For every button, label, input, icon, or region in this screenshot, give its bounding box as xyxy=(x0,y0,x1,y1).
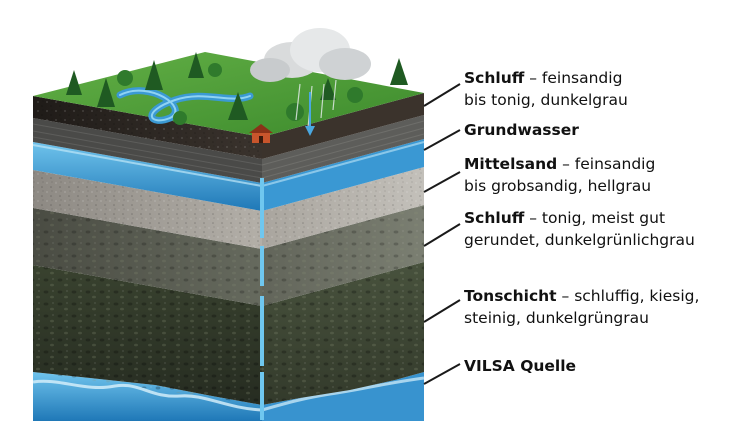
label-name: VILSA Quelle xyxy=(464,357,577,375)
label-vilsa-quelle: VILSA Quelle xyxy=(464,355,576,377)
label-schluff-green: Schluff – tonig, meist gut gerundet, dun… xyxy=(464,207,695,251)
label-mittelsand: Mittelsand – feinsandig bis grobsandig, … xyxy=(464,153,655,197)
leader-line-vilsa xyxy=(423,363,461,385)
label-desc-line1: – feinsandig xyxy=(557,155,656,173)
label-name: Tonschicht xyxy=(464,287,557,305)
leader-line-schluff-top xyxy=(423,83,461,107)
label-desc-line1: – tonig, meist gut xyxy=(524,209,666,227)
label-desc-line1: – schluffig, kiesig, xyxy=(556,287,700,305)
leader-line-schluff xyxy=(423,223,461,247)
label-name: Schluff xyxy=(464,209,525,227)
label-schluff-top: Schluff – feinsandig bis tonig, dunkelgr… xyxy=(464,67,628,111)
spring-water-layer xyxy=(32,372,425,421)
groundwater-layer xyxy=(32,139,425,211)
label-tonschicht: Tonschicht – schluffig, kiesig, steinig,… xyxy=(464,285,699,329)
label-name: Schluff xyxy=(464,69,525,87)
label-desc-line2: bis tonig, dunkelgrau xyxy=(464,91,628,109)
trees xyxy=(66,52,408,125)
schluff-green-layer xyxy=(33,205,424,306)
leader-line-grundwasser xyxy=(423,129,461,151)
leader-line-mittelsand xyxy=(423,171,461,193)
label-desc-line2: gerundet, dunkelgrünlichgrau xyxy=(464,231,695,249)
leader-line-tonschicht xyxy=(423,299,461,323)
tonschicht-layer xyxy=(33,262,424,405)
mittelsand-layer xyxy=(33,167,424,249)
label-desc-line2: steinig, dunkelgrüngrau xyxy=(464,309,649,327)
schluff-grey-layer xyxy=(32,115,425,183)
house-icon xyxy=(249,124,273,143)
leader-lines xyxy=(423,83,461,385)
topsoil-layer xyxy=(33,93,424,159)
label-desc-line1: – feinsandig xyxy=(524,69,623,87)
label-grundwasser: Grundwasser xyxy=(464,119,579,141)
rain-cloud-icon xyxy=(250,28,371,136)
label-name: Mittelsand xyxy=(464,155,558,173)
label-desc-line2: bis grobsandig, hellgrau xyxy=(464,177,652,195)
label-name: Grundwasser xyxy=(464,121,579,139)
